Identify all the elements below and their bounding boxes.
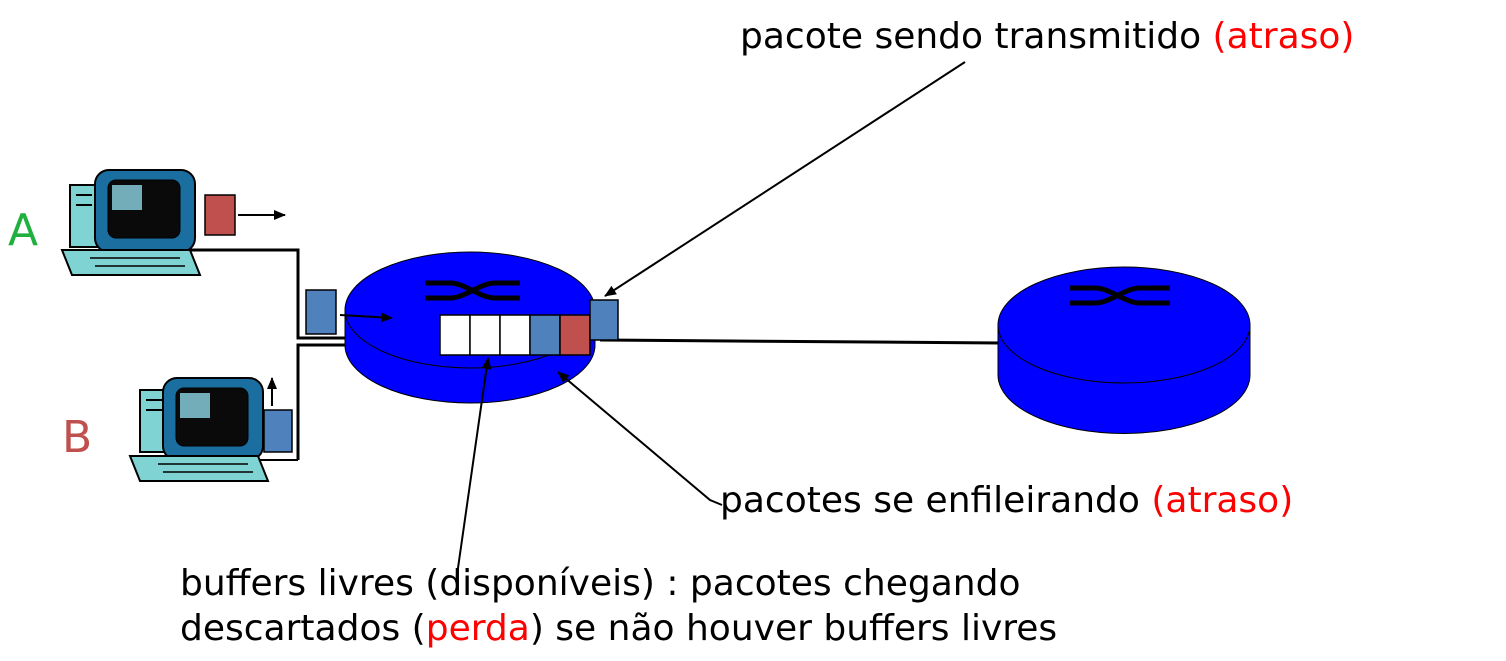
annotation-queueing-text: pacotes se enfileirando	[720, 480, 1140, 521]
computer-b-icon	[128, 377, 270, 482]
free-buffer	[499, 314, 531, 356]
annotation-transmitting: pacote sendo transmitido (atraso)	[740, 16, 1354, 57]
host-b-label: B	[62, 412, 93, 463]
free-buffer	[439, 314, 471, 356]
packet-on-link	[305, 289, 337, 335]
link-a-to-router	[190, 248, 345, 340]
annotation-transmitting-text: pacote sendo transmitido	[740, 16, 1202, 57]
link-router-to-router	[599, 338, 1001, 345]
queued-packet	[559, 314, 591, 356]
pointer-free-buffers	[455, 357, 492, 583]
pointer-queueing	[557, 371, 723, 506]
link-b-to-router	[296, 343, 345, 460]
queued-packet	[529, 314, 561, 356]
host-a-label: A	[8, 205, 39, 256]
packets-in-flight	[204, 194, 393, 453]
annotation-line2-end: ) se não houver buffers livres	[529, 608, 1058, 649]
annotation-line2-start: descartados (	[180, 608, 426, 649]
free-buffer	[469, 314, 501, 356]
annotation-queueing: pacotes se enfileirando (atraso)	[720, 480, 1293, 521]
transmitting-packet	[589, 299, 619, 341]
annotation-loss-tag: perda	[425, 608, 530, 649]
annotation-free-buffers-line1: buffers livres (disponíveis) : pacotes c…	[180, 563, 1021, 604]
router-2	[997, 266, 1251, 434]
packet-from-a	[204, 194, 236, 236]
annotation-queueing-tag: (atraso)	[1151, 480, 1294, 521]
computer-a-icon	[60, 169, 202, 276]
packet-from-b	[263, 409, 293, 453]
annotation-transmitting-tag: (atraso)	[1212, 16, 1355, 57]
links	[190, 248, 1001, 461]
pointer-transmitting	[604, 61, 966, 297]
router-queue	[439, 299, 619, 356]
annotation-free-buffers-line2: descartados (perda) se não houver buffer…	[180, 608, 1057, 649]
router-2-switch-icon	[1070, 285, 1170, 306]
annotation-pointers	[455, 61, 966, 583]
router-1-switch-icon	[425, 280, 520, 301]
